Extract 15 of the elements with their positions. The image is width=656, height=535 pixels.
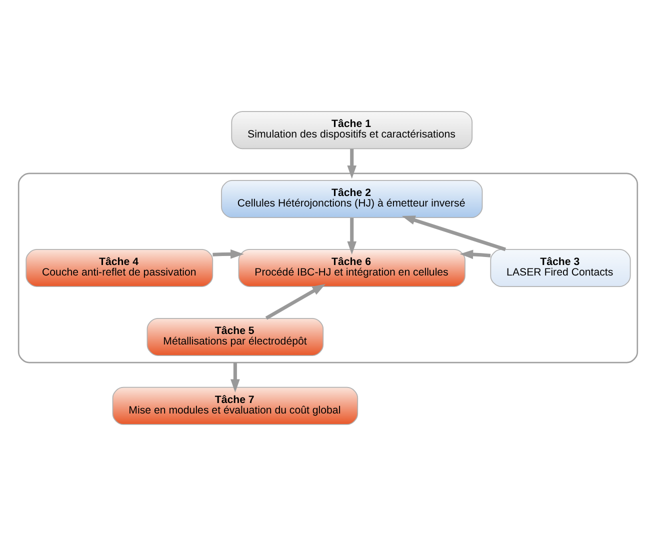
arrow [230,362,240,392]
arrow [347,148,357,178]
arrow [460,249,491,259]
node-box: Tâche 3 LASER Fired Contacts [490,248,631,286]
node-box: Tâche 6 Procédé IBC-HJ et intégration en cellules [238,248,466,286]
arrow [347,217,357,254]
node-box: Tâche 7 Mise en modules et évaluation du coût global [112,386,358,424]
arrow [265,284,326,320]
arrow [212,248,244,258]
node-box: Tâche 4 Couche anti-reflet de passivation [26,248,214,286]
cluster [18,172,638,363]
node-box: Tâche 1 Simulation des dispositifs et caractérisations [231,110,473,149]
arrow [402,215,506,251]
node-box: Tâche 2 Cellules Hétérojonctions (HJ) à émetteur inversé [221,180,483,218]
node-box: Tâche 5 Métallisations par électrodépôt [146,317,324,356]
